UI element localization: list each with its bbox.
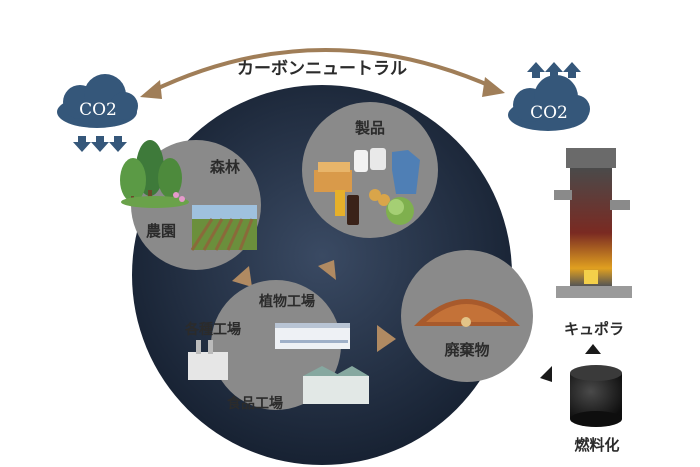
forest-label: 森林 (210, 158, 241, 176)
arc-arrowhead-left (140, 80, 162, 99)
arc-arrowhead-right (482, 77, 505, 97)
furnace-icon (554, 148, 632, 298)
briquette-icon (570, 365, 622, 427)
products-label: 製品 (354, 119, 385, 137)
various-factory-label: 各種工場 (184, 321, 241, 338)
flow-arrow-center (318, 260, 336, 280)
flow-arrow-bottom (377, 325, 396, 352)
factory-icon (188, 323, 369, 404)
down-arrow-icon (73, 136, 127, 152)
farm-label: 農園 (146, 222, 176, 240)
co2-label-right: CO2 (530, 103, 568, 123)
food-factory-label: 食品工場 (227, 395, 283, 412)
up-arrow-icon (527, 62, 581, 78)
flow-arrow-left (232, 266, 252, 287)
co2-label-left: CO2 (79, 100, 117, 120)
plant-factory-label: 植物工場 (258, 293, 315, 310)
tree-icon (120, 140, 189, 208)
co2-cloud-right (508, 75, 590, 131)
field-icon (190, 205, 257, 251)
carbon-neutral-label: カーボンニュートラル (237, 59, 407, 79)
co2-cloud-left (57, 74, 138, 128)
fuelize-label: 燃料化 (574, 436, 619, 454)
waste-to-cupola-arrow (540, 366, 552, 382)
waste-label: 廃棄物 (444, 341, 489, 359)
cupola-up-arrow (585, 344, 601, 354)
goods-icon (314, 148, 420, 225)
carbon-neutral-arc (149, 48, 496, 94)
woodchip-pile-icon (414, 299, 520, 327)
cupola-label: キュポラ (564, 320, 624, 338)
